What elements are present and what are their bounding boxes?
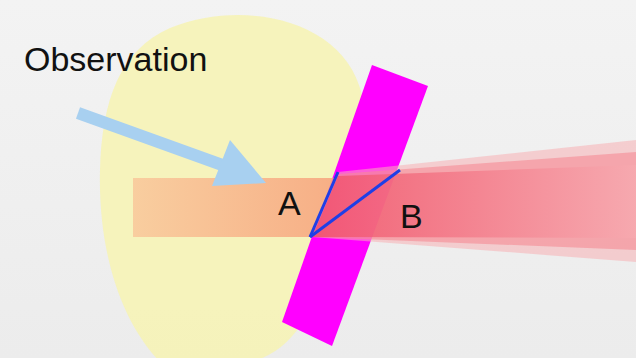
observation-arrow-shaft (78, 113, 225, 166)
observation-label: Observation (24, 42, 207, 76)
blue-line-b (310, 170, 400, 237)
point-label: A (278, 186, 301, 220)
orange-beam (133, 178, 336, 237)
point-label: B (400, 199, 423, 233)
observation-arrow-head (212, 140, 266, 186)
red-beam-core (312, 165, 636, 238)
